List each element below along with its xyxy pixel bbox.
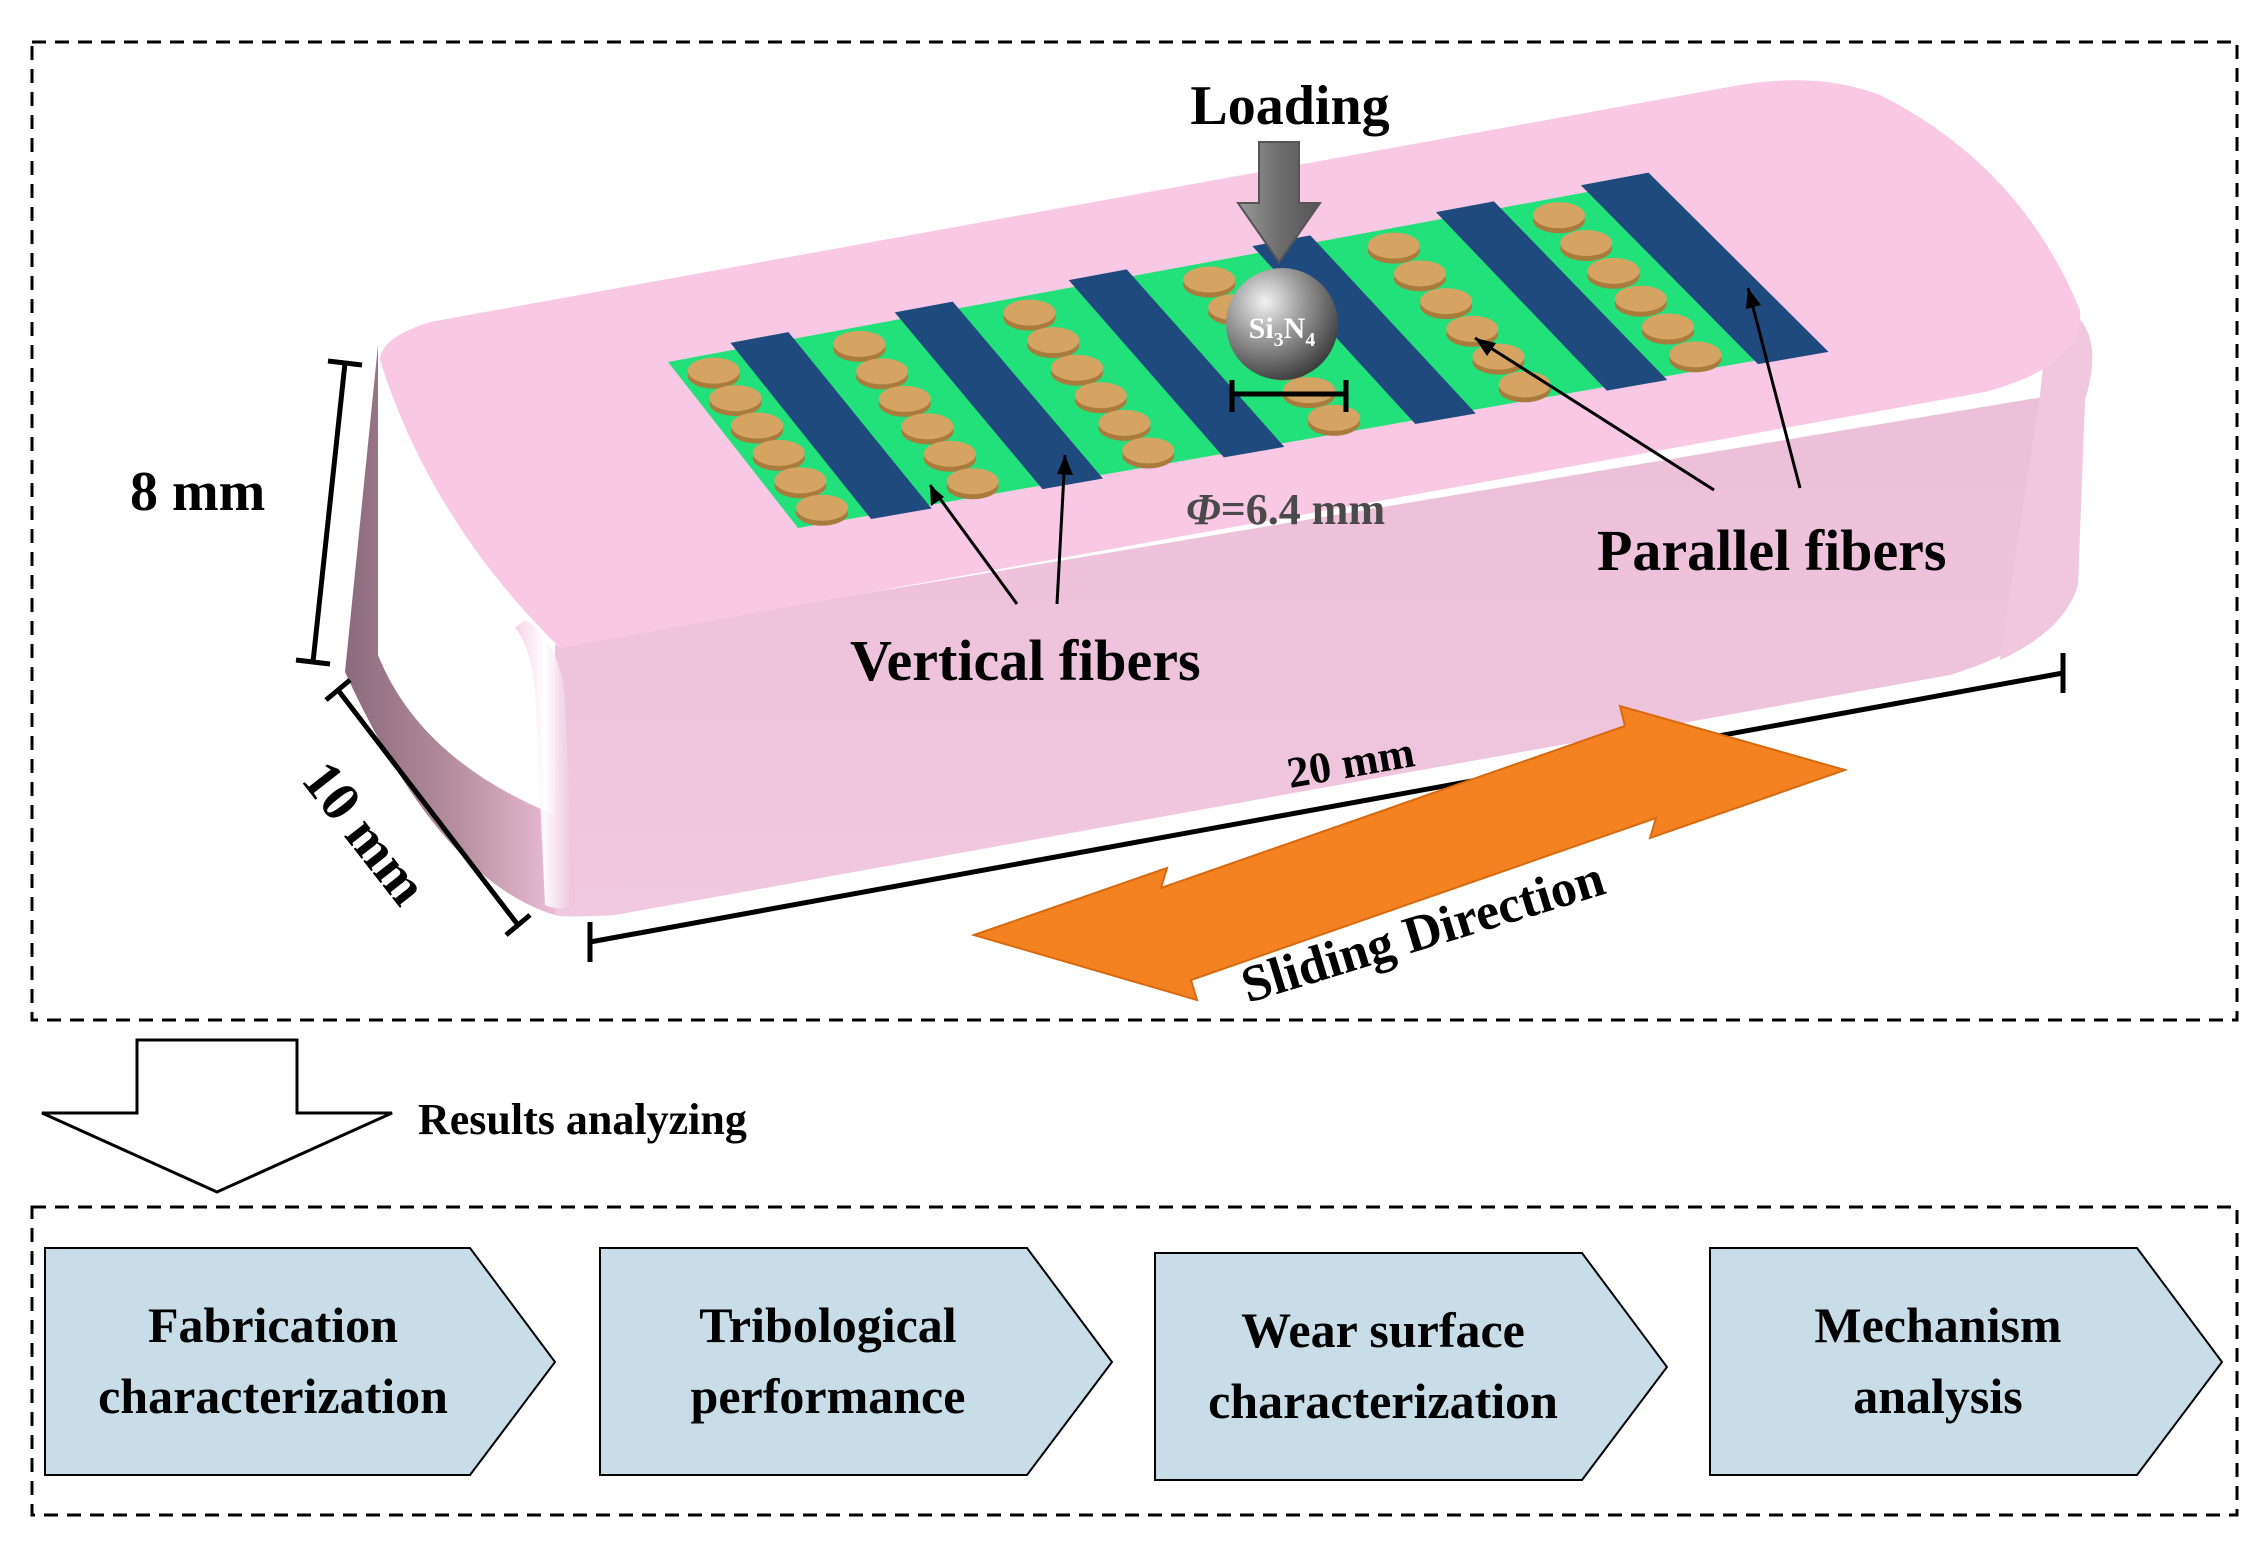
block-right-edge (2000, 300, 2093, 660)
results-arrow-label: Results analyzing (418, 1095, 747, 1144)
vertical-fiber-end (1587, 257, 1640, 284)
vertical-fibers-leaders (928, 454, 1067, 605)
vertical-fiber-end (1183, 266, 1236, 293)
width-dimension (324, 678, 532, 937)
vertical-fiber-end (796, 494, 849, 521)
parallel-fiber (894, 301, 1103, 490)
step-4-line2: analysis (1853, 1368, 2023, 1424)
ball-label: Si3N4 (1249, 312, 1316, 351)
step-3-line2: characterization (1208, 1373, 1558, 1429)
vertical-fiber-end (1307, 404, 1360, 431)
vertical-fiber-end (1098, 409, 1151, 436)
block-side-face (345, 345, 555, 915)
parallel-fibers-leaders (1474, 287, 1802, 492)
height-dimension (295, 358, 363, 667)
vertical-fiber-end (923, 440, 976, 467)
vertical-fiber-end (1003, 299, 1056, 326)
vertical-fiber-end (901, 413, 954, 440)
step-2: Tribological performance (599, 1247, 1114, 1476)
vertical-fiber-end (709, 385, 762, 412)
vertical-fiber-end (774, 467, 827, 494)
step-2-line2: performance (691, 1368, 966, 1424)
vertical-fiber-end (1393, 260, 1446, 287)
analysis-steps: Fabrication characterization Tribologica… (44, 1247, 2224, 1481)
vertical-fiber-end (856, 358, 909, 385)
parallel-leader-arrowhead (1746, 288, 1761, 309)
load-arrow (1236, 141, 1322, 264)
vertical-fiber-end (1642, 313, 1695, 340)
vertical-fiber-end (1498, 371, 1551, 398)
vertical-fiber-end (1283, 377, 1336, 404)
vertical-fiber-end (1446, 315, 1499, 342)
diameter-bar (1229, 380, 1349, 412)
analysis-frame (30, 1205, 2239, 1517)
parallel-fiber (1435, 201, 1668, 391)
step-3: Wear surface characterization (1154, 1252, 1669, 1481)
parallel-fibers-label: Parallel fibers (1597, 518, 1947, 583)
vertical-fibers-label: Vertical fibers (850, 628, 1201, 693)
specimen-frame (30, 40, 2239, 1022)
parallel-leader-arrowhead (1475, 338, 1496, 356)
height-label: 8 mm (130, 461, 265, 523)
vertical-fiber-end (731, 412, 784, 439)
parallel-fiber (730, 332, 932, 520)
results-arrow (41, 1038, 393, 1194)
diameter-label: Φ=6.4 mm (1186, 485, 1385, 534)
vertical-fiber-end (752, 439, 805, 466)
vertical-fiber-end (946, 468, 999, 495)
block-front-edge (515, 620, 575, 909)
step-1-line2: characterization (98, 1368, 448, 1424)
vertical-fiber-end (1532, 202, 1585, 229)
length-dimension (587, 653, 2066, 962)
vertical-fiber-end (1050, 354, 1103, 381)
vertical-fiber-end (1122, 437, 1175, 464)
vertical-fiber-end (1074, 382, 1127, 409)
vertical-fiber-end (833, 330, 886, 357)
sliding-direction-arrow (970, 704, 1849, 1002)
step-4: Mechanism analysis (1709, 1247, 2224, 1476)
step-4-line1: Mechanism (1814, 1297, 2061, 1353)
step-3-line1: Wear surface (1241, 1302, 1525, 1358)
vertical-fiber-end (1560, 230, 1613, 257)
vertical-leader-arrowhead (930, 485, 944, 506)
step-1: Fabrication characterization (44, 1247, 557, 1476)
step-2-line1: Tribological (699, 1297, 957, 1353)
vertical-fiber-end (1614, 285, 1667, 312)
vertical-fiber-end (1669, 341, 1722, 368)
vertical-fiber-end (1367, 232, 1420, 259)
load-label: Loading (1190, 75, 1389, 137)
vertical-fiber-end (1420, 288, 1473, 315)
parallel-fiber (1580, 172, 1829, 365)
si3n4-ball (1226, 268, 1338, 380)
vertical-fiber-end (1027, 327, 1080, 354)
block-front-face (555, 395, 2075, 917)
vertical-fiber-end (878, 385, 931, 412)
vertical-fiber-end (687, 357, 740, 384)
vertical-leader-arrowhead (1057, 455, 1073, 475)
step-1-line1: Fabrication (148, 1297, 398, 1353)
